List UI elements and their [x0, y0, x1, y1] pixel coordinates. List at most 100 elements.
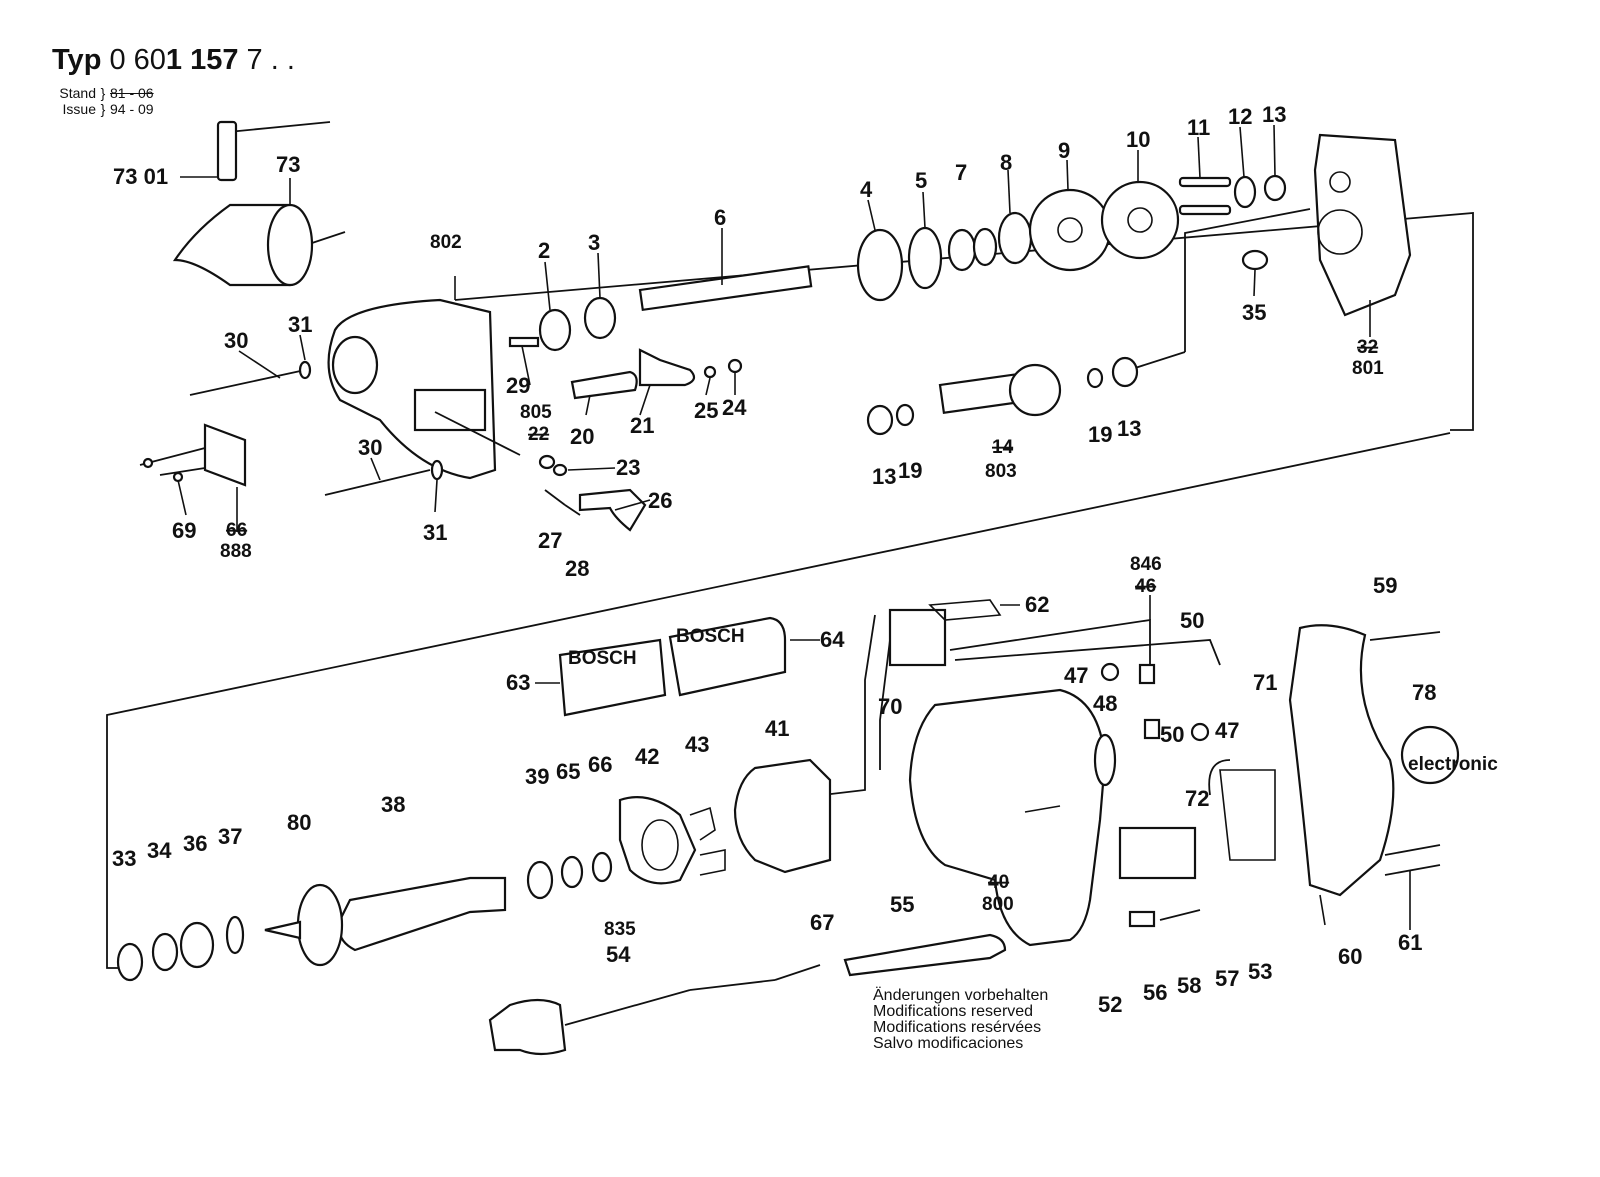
callout-8: 8: [1000, 150, 1012, 175]
callout-3: 3: [588, 230, 600, 255]
armature: [116, 851, 613, 982]
callout-62: 62: [1025, 592, 1049, 617]
callout-12: 12: [1228, 104, 1252, 129]
callout-50: 50: [1180, 608, 1204, 633]
callout-69: 69: [172, 518, 196, 543]
stand-value: 81 - 06: [110, 85, 154, 101]
typ-number-a: 0 60: [109, 44, 166, 76]
note-line: Salvo modificaciones: [873, 1035, 1024, 1052]
callout-803: 803: [985, 461, 1017, 482]
callout-14: 14: [992, 437, 1014, 458]
callout-19: 19: [1088, 422, 1112, 447]
callout-73-01: 73 01: [113, 164, 168, 189]
callout-13: 13: [1117, 416, 1141, 441]
typ-number-c: 7 . .: [238, 44, 295, 76]
callout-73: 73: [276, 152, 300, 177]
callout-888: 888: [220, 541, 252, 562]
brace-icon: }: [100, 101, 106, 117]
callout-64: 64: [820, 627, 845, 652]
callout-29: 29: [506, 373, 530, 398]
fan-baffle: [618, 796, 726, 885]
callout-54: 54: [606, 942, 631, 967]
callout-24: 24: [722, 395, 747, 420]
modification-notes: Änderungen vorbehalten Modifications res…: [873, 988, 1048, 1052]
callout-59: 59: [1373, 573, 1397, 598]
callout-66: 66: [588, 752, 612, 777]
electronic-badge: electronic: [1408, 754, 1498, 775]
callout-32: 32: [1357, 337, 1378, 358]
callout-20: 20: [570, 424, 594, 449]
callouts: 73 01 73 802 2 3 6 4 5 7 8 9 10 11 12 13…: [112, 102, 1436, 1017]
callout-55: 55: [890, 892, 914, 917]
callout-60: 60: [1338, 944, 1362, 969]
callout-47: 47: [1064, 663, 1088, 688]
callout-53: 53: [1248, 959, 1272, 984]
callout-19: 19: [898, 458, 922, 483]
callout-57: 57: [1215, 966, 1239, 991]
callout-28: 28: [565, 556, 589, 581]
plate-69: [139, 423, 247, 487]
callout-26: 26: [648, 488, 672, 513]
callout-39: 39: [525, 764, 549, 789]
callout-30: 30: [224, 328, 248, 353]
callout-38: 38: [381, 792, 405, 817]
note-line: Änderungen vorbehalten: [873, 987, 1049, 1004]
callout-801: 801: [1352, 358, 1384, 379]
handle: electronic: [1288, 624, 1498, 897]
note-line: Modifications resérvées: [873, 1019, 1042, 1036]
field-coil: [733, 758, 832, 874]
bosch-logo: BOSCH: [676, 626, 745, 647]
leader-lines: [177, 124, 1411, 930]
callout-33: 33: [112, 846, 136, 871]
callout-31: 31: [288, 312, 312, 337]
callout-35: 35: [1242, 300, 1266, 325]
revision-block: Stand}81 - 06 Issue}94 - 09: [54, 85, 154, 117]
callout-34: 34: [147, 838, 172, 863]
callout-835: 835: [604, 919, 636, 940]
callout-56: 56: [1143, 980, 1167, 1005]
callout-71: 71: [1253, 670, 1277, 695]
callout-58: 58: [1177, 973, 1201, 998]
callout-21: 21: [630, 413, 654, 438]
callout-802: 802: [430, 232, 462, 253]
callout-36: 36: [183, 831, 207, 856]
callout-11: 11: [1187, 115, 1210, 140]
nameplates: BOSCH BOSCH: [558, 616, 787, 717]
callout-67: 67: [810, 910, 834, 935]
callout-47: 47: [1215, 718, 1239, 743]
drill-chuck: [172, 120, 346, 287]
intermediate-shaft: [866, 356, 1139, 436]
callout-13: 13: [1262, 102, 1286, 127]
end-cover: [1313, 133, 1412, 317]
callout-61: 61: [1398, 930, 1422, 955]
callout-805: 805: [520, 402, 552, 423]
motor-housing: [908, 688, 1117, 947]
callout-65: 65: [556, 759, 580, 784]
issue-label: Issue: [62, 101, 96, 117]
callout-48: 48: [1093, 691, 1117, 716]
brace-icon: }: [100, 85, 106, 101]
callout-4: 4: [860, 177, 873, 202]
callout-37: 37: [218, 824, 242, 849]
callout-66: 66: [226, 520, 247, 541]
callout-46: 46: [1135, 576, 1156, 597]
callout-78: 78: [1412, 680, 1436, 705]
callout-40: 40: [988, 872, 1009, 893]
typ-label: Typ: [52, 44, 102, 76]
callout-6: 6: [714, 205, 726, 230]
callout-23: 23: [616, 455, 640, 480]
callout-13: 13: [872, 464, 896, 489]
issue-value: 94 - 09: [110, 101, 154, 117]
electronics: [1118, 631, 1441, 928]
callout-10: 10: [1126, 127, 1150, 152]
page-title: Typ 0 601 157 7 . .: [52, 44, 295, 77]
callout-50: 50: [1160, 722, 1184, 747]
callout-30: 30: [358, 435, 382, 460]
callout-25: 25: [694, 398, 718, 423]
callout-43: 43: [685, 732, 709, 757]
callout-41: 41: [765, 716, 789, 741]
spindle-and-bearings: [538, 174, 1287, 352]
callout-22: 22: [528, 424, 549, 445]
callout-846: 846: [1130, 554, 1162, 575]
callout-70: 70: [878, 694, 902, 719]
